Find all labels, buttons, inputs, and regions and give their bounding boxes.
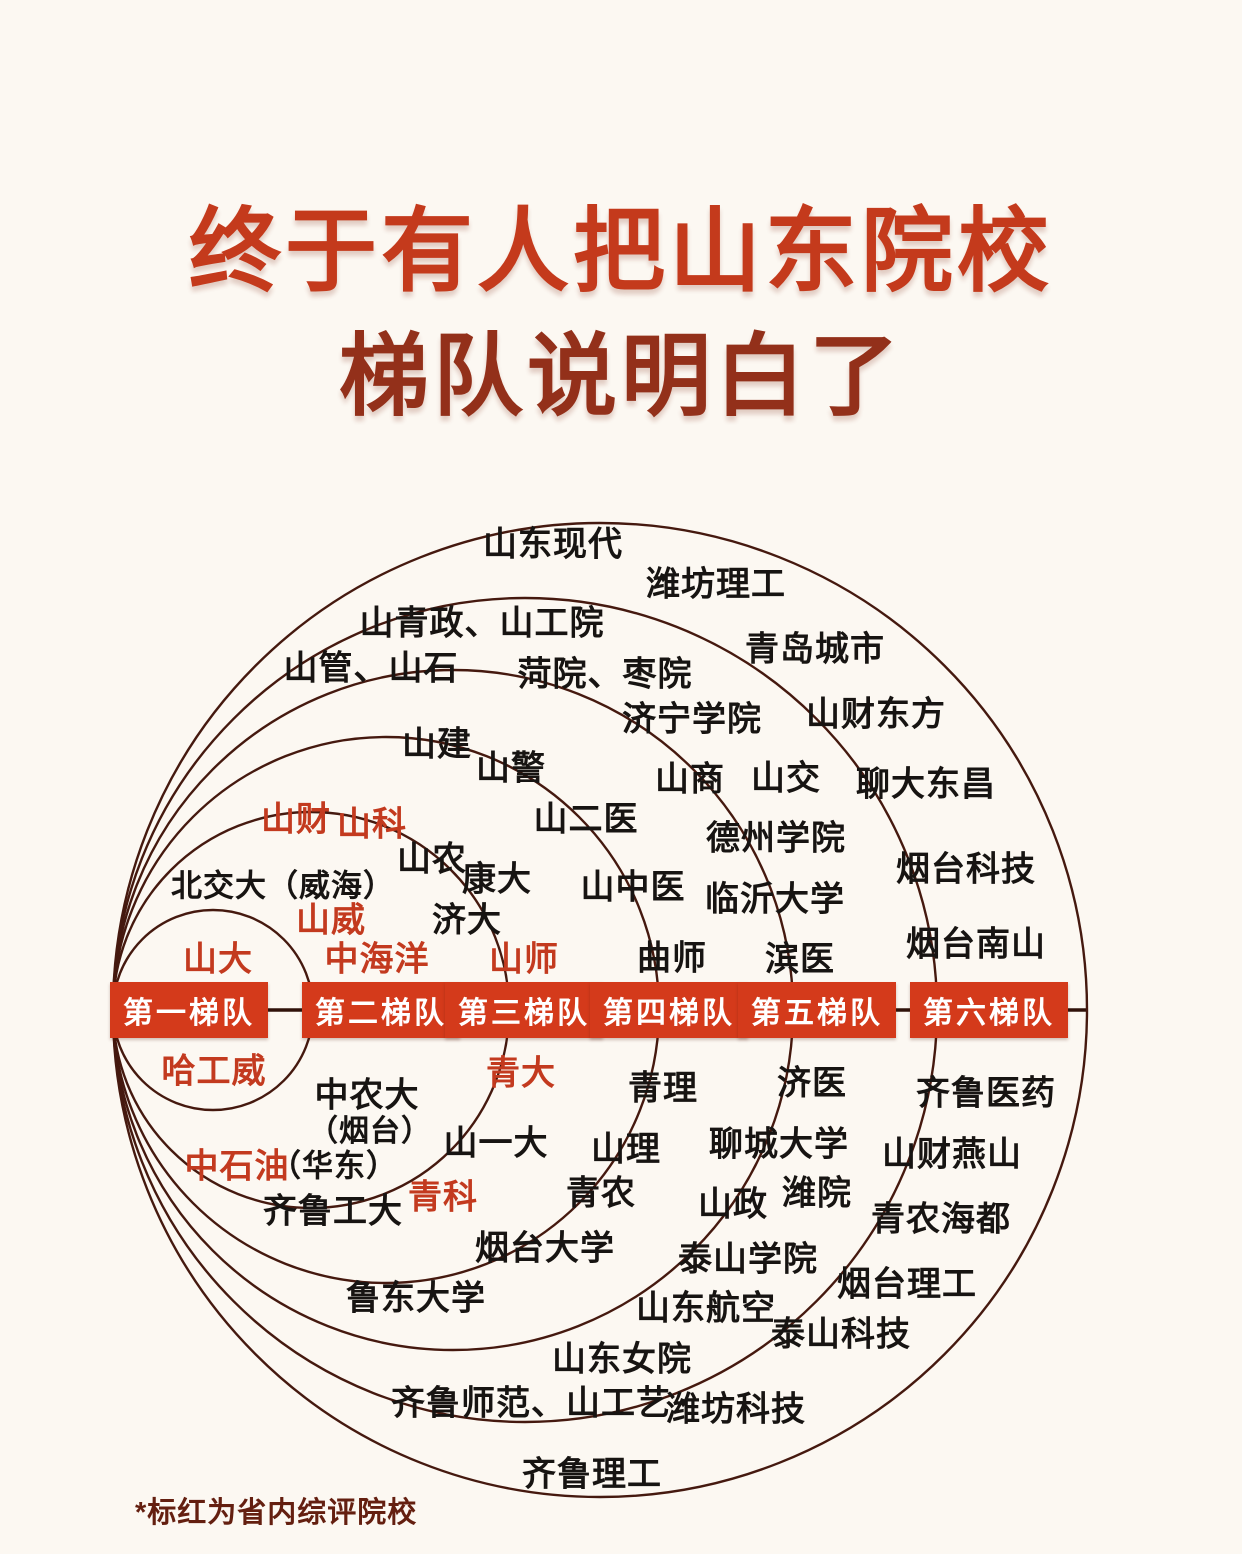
university-label: 烟台南山 <box>906 925 1046 964</box>
university-label: 潍坊理工 <box>646 565 786 604</box>
university-label: 山政 <box>698 1185 768 1224</box>
university-label: 青岛城市 <box>745 630 885 669</box>
university-label: 齐鲁医药 <box>916 1074 1056 1113</box>
university-label: 山青政、山工院 <box>359 604 605 643</box>
university-label: 山财 <box>261 800 331 839</box>
university-label: 青理 <box>628 1069 698 1108</box>
university-label: 山管、山石 <box>283 649 459 688</box>
university-label: 山威 <box>296 901 366 940</box>
university-label: 哈工威 <box>161 1052 267 1091</box>
university-label: 中石油 <box>184 1147 290 1186</box>
university-label: 山大 <box>183 940 253 979</box>
university-label: 山理 <box>591 1130 661 1169</box>
tier-badge-6: 第六梯队 <box>910 982 1068 1038</box>
footnote: *标红为省内综评院校 <box>135 1497 418 1529</box>
university-label: 烟台科技 <box>896 850 1036 889</box>
university-label: 曲师 <box>637 939 707 978</box>
university-label: （烟台） <box>308 1115 432 1148</box>
university-label: 山科 <box>337 805 407 844</box>
university-label: 青农 <box>566 1174 636 1213</box>
university-label: 鲁东大学 <box>346 1279 486 1318</box>
university-label: 青大 <box>486 1054 556 1093</box>
tier-badge-5: 第五梯队 <box>738 982 896 1038</box>
tier-badge-4: 第四梯队 <box>590 982 748 1038</box>
university-label: 潍坊科技 <box>666 1390 806 1429</box>
university-label: 齐鲁理工 <box>522 1455 662 1494</box>
university-label: 山警 <box>476 749 546 788</box>
university-label: 山东现代 <box>483 525 623 564</box>
university-label: 齐鲁工大 <box>263 1192 403 1231</box>
university-label: 烟台大学 <box>475 1229 615 1268</box>
university-label: 临沂大学 <box>705 880 845 919</box>
university-label: 济宁学院 <box>622 700 762 739</box>
university-label: 山一大 <box>443 1124 549 1163</box>
tier-badge-1: 第一梯队 <box>110 982 268 1038</box>
university-label: 齐鲁师范、山工艺 <box>391 1384 671 1423</box>
university-label: 山二医 <box>533 800 639 839</box>
university-label: 山交 <box>751 759 821 798</box>
university-label: 泰山科技 <box>771 1315 911 1354</box>
university-label: 中海洋 <box>324 940 430 979</box>
university-label: 中农大 <box>314 1076 420 1115</box>
university-label: 滨医 <box>765 940 835 979</box>
university-label: 聊大东昌 <box>856 765 996 804</box>
university-label: 济大 <box>432 901 502 940</box>
university-label: 山东航空 <box>636 1289 776 1328</box>
university-label: 山农 <box>397 840 467 879</box>
university-label: 山东女院 <box>552 1340 692 1379</box>
university-label: 青科 <box>408 1178 478 1217</box>
university-label: 德州学院 <box>706 819 846 858</box>
university-label: 北交大（威海） <box>171 868 395 904</box>
university-label: 泰山学院 <box>678 1240 818 1279</box>
university-label: 山师 <box>489 940 559 979</box>
title-line-2: 梯队说明白了 <box>339 327 903 427</box>
university-label: 山商 <box>655 760 725 799</box>
university-label: 山建 <box>402 725 472 764</box>
tier-badge-2: 第二梯队 <box>302 982 460 1038</box>
university-label: 聊城大学 <box>709 1125 849 1164</box>
title-line-1: 终于有人把山东院校 <box>188 201 1053 303</box>
university-label: 山财东方 <box>806 695 946 734</box>
tier-badge-3: 第三梯队 <box>445 982 603 1038</box>
university-label: 潍院 <box>782 1174 852 1213</box>
university-label: 菏院、枣院 <box>517 655 693 694</box>
university-label: （华东） <box>270 1148 398 1184</box>
university-label: 烟台理工 <box>837 1265 977 1304</box>
university-label: 山财燕山 <box>882 1135 1022 1174</box>
university-label: 济医 <box>777 1064 847 1103</box>
university-label: 山中医 <box>580 868 686 907</box>
university-label: 康大 <box>462 860 532 899</box>
university-label: 青农海都 <box>871 1200 1011 1239</box>
